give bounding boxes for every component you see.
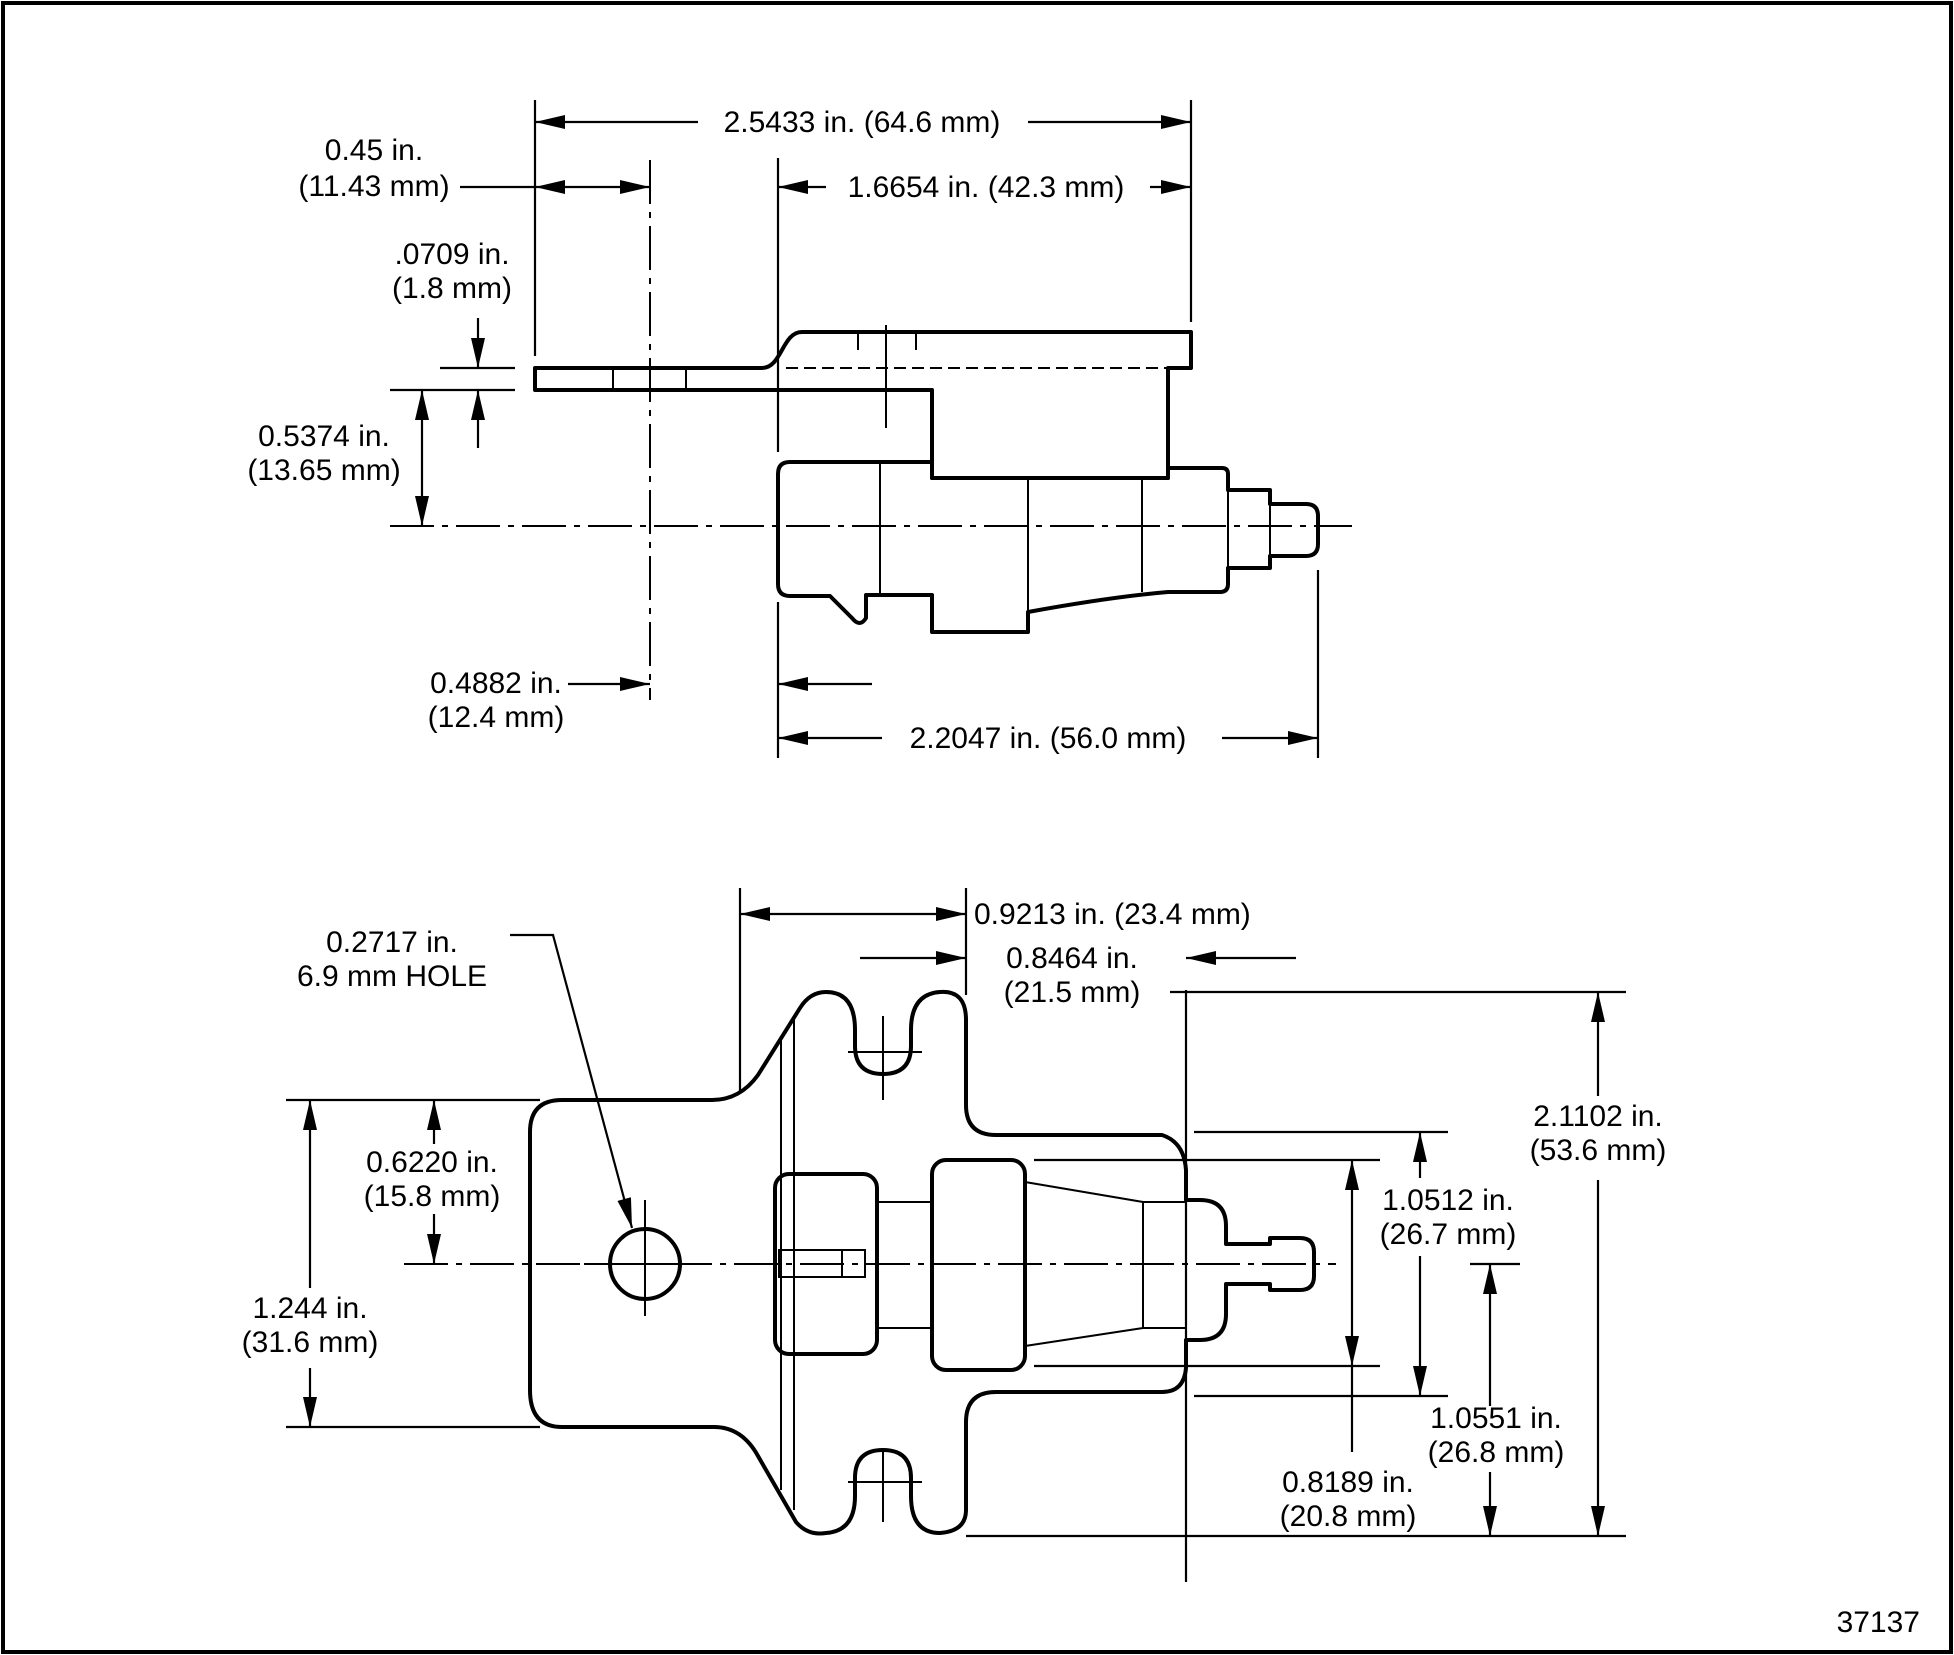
dim-plate-width-in: 1.244 in. (252, 1292, 367, 1325)
dim-height-mm: (13.65 mm) (247, 454, 400, 487)
dim-hole-in: 0.2717 in. (326, 926, 458, 959)
dim-hole-mm: 6.9 mm HOLE (297, 960, 487, 993)
dim-body-width-in: 1.0512 in. (1382, 1184, 1514, 1217)
dim-overall-width-in: 2.1102 in. (1533, 1100, 1663, 1133)
dim-body-width-mm: (26.7 mm) (1380, 1218, 1517, 1251)
dim-shoulder-mm: (21.5 mm) (1004, 976, 1141, 1009)
top-view: 0.9213 in. (23.4 mm) 0.2717 in. 6.9 mm H… (242, 888, 1667, 1582)
top-plate-outline (528, 989, 1316, 1536)
dim-mount-offset: 1.6654 in. (42.3 mm) (848, 171, 1125, 204)
dim-body-height-mm: (20.8 mm) (1280, 1500, 1417, 1533)
dim-tab-width: 0.9213 in. (23.4 mm) (974, 898, 1251, 931)
side-bracket-outline (533, 330, 1193, 480)
figure-number: 37137 (1837, 1606, 1920, 1639)
side-sensor-body (776, 460, 1320, 634)
dim-shoulder-in: 0.8464 in. (1006, 942, 1138, 975)
dim-slot-in: 0.4882 in. (430, 667, 562, 700)
dim-overall-length: 2.5433 in. (64.6 mm) (724, 106, 1001, 139)
dim-flange-mm: (11.43 mm) (298, 170, 449, 203)
dim-plate-width-mm: (31.6 mm) (242, 1326, 379, 1359)
dim-height-in: 0.5374 in. (258, 420, 390, 453)
dim-center-offset-mm: (26.8 mm) (1428, 1436, 1565, 1469)
dim-slot-mm: (12.4 mm) (428, 701, 565, 734)
dim-hole-offset-mm: (15.8 mm) (364, 1180, 501, 1213)
dim-thickness-mm: (1.8 mm) (392, 272, 512, 305)
dim-thickness-in: .0709 in. (394, 238, 509, 271)
dim-body-length: 2.2047 in. (56.0 mm) (910, 722, 1187, 755)
dim-flange-in: 0.45 in. (325, 134, 423, 167)
side-view: 2.5433 in. (64.6 mm) 0.45 in. (11.43 mm)… (247, 100, 1352, 758)
dim-overall-width-mm: (53.6 mm) (1530, 1134, 1667, 1167)
dim-body-height-in: 0.8189 in. (1282, 1466, 1414, 1499)
dim-center-offset-in: 1.0551 in. (1430, 1402, 1562, 1435)
dim-hole-offset-in: 0.6220 in. (366, 1146, 498, 1179)
